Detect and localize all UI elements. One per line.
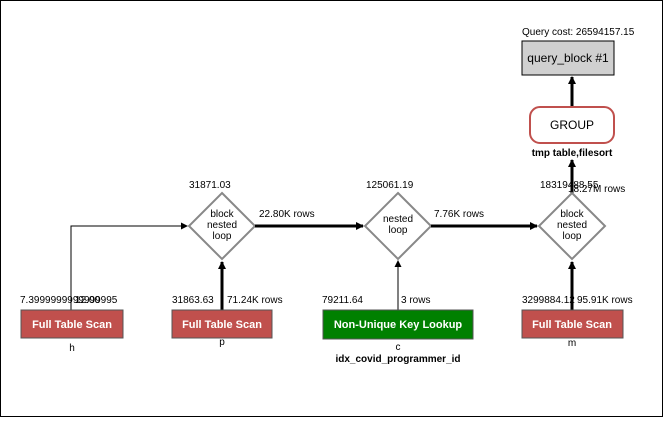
nl1-line-3: loop bbox=[213, 231, 232, 242]
nl2-line-2: loop bbox=[389, 225, 408, 236]
edge-nl2-nl3-rows: 7.76K rows bbox=[434, 209, 484, 220]
nl3-line-1: block bbox=[560, 209, 584, 220]
table-c-access-type: Non-Unique Key Lookup bbox=[334, 319, 463, 331]
nl2-cost: 125061.19 bbox=[366, 180, 414, 191]
table-c-index: idx_covid_programmer_id bbox=[335, 354, 460, 365]
nl1-cost: 31871.03 bbox=[189, 180, 231, 191]
nl3-diamond[interactable] bbox=[537, 191, 607, 261]
nl1-diamond[interactable] bbox=[187, 191, 257, 261]
table-p-box[interactable] bbox=[171, 309, 273, 339]
edge-m-rows: 95.91K rows bbox=[577, 295, 633, 306]
group-label: GROUP bbox=[550, 118, 594, 132]
nl3-cost: 18319488.55 bbox=[540, 180, 599, 191]
nl1-line-1: block bbox=[210, 209, 234, 220]
edge-nl1-nl2-rows: 22.80K rows bbox=[259, 209, 315, 220]
nl2-line-1: nested bbox=[383, 214, 413, 225]
query-block-box[interactable] bbox=[521, 40, 615, 76]
nl3-line-2: nested bbox=[557, 220, 587, 231]
edge-c-rows: 3 rows bbox=[401, 295, 430, 306]
table-m-cost: 3299884.12 bbox=[522, 295, 575, 306]
table-h-box[interactable] bbox=[20, 309, 124, 339]
query-block-label: query_block #1 bbox=[527, 51, 609, 65]
table-p-access-type: Full Table Scan bbox=[182, 319, 262, 331]
edge-p-rows: 71.24K rows bbox=[227, 295, 283, 306]
table-h-cost-overlap: 12.00 bbox=[75, 295, 100, 306]
query-cost-label: Query cost: 26594157.15 bbox=[522, 27, 635, 38]
nl3-line-3: loop bbox=[563, 231, 582, 242]
nl1-line-2: nested bbox=[207, 220, 237, 231]
table-m-alias: m bbox=[568, 338, 576, 349]
table-h-alias: h bbox=[69, 343, 75, 354]
nl2-diamond[interactable] bbox=[363, 191, 433, 261]
group-note: tmp table,filesort bbox=[532, 148, 613, 159]
table-c-alias: c bbox=[396, 342, 401, 353]
table-c-box[interactable] bbox=[322, 309, 474, 340]
table-m-box[interactable] bbox=[521, 309, 624, 339]
table-p-cost: 31863.63 bbox=[172, 295, 214, 306]
edge-h-to-nl1 bbox=[70, 222, 188, 310]
table-p-alias: p bbox=[219, 337, 225, 348]
table-m-access-type: Full Table Scan bbox=[532, 319, 612, 331]
table-h-access-type: Full Table Scan bbox=[32, 319, 112, 331]
table-c-cost: 79211.64 bbox=[322, 295, 363, 306]
table-h-cost: 7.3999999999999995 bbox=[20, 295, 118, 306]
edge-nl3-group-rows: 18.27M rows bbox=[568, 184, 625, 195]
group-node[interactable] bbox=[529, 106, 615, 144]
